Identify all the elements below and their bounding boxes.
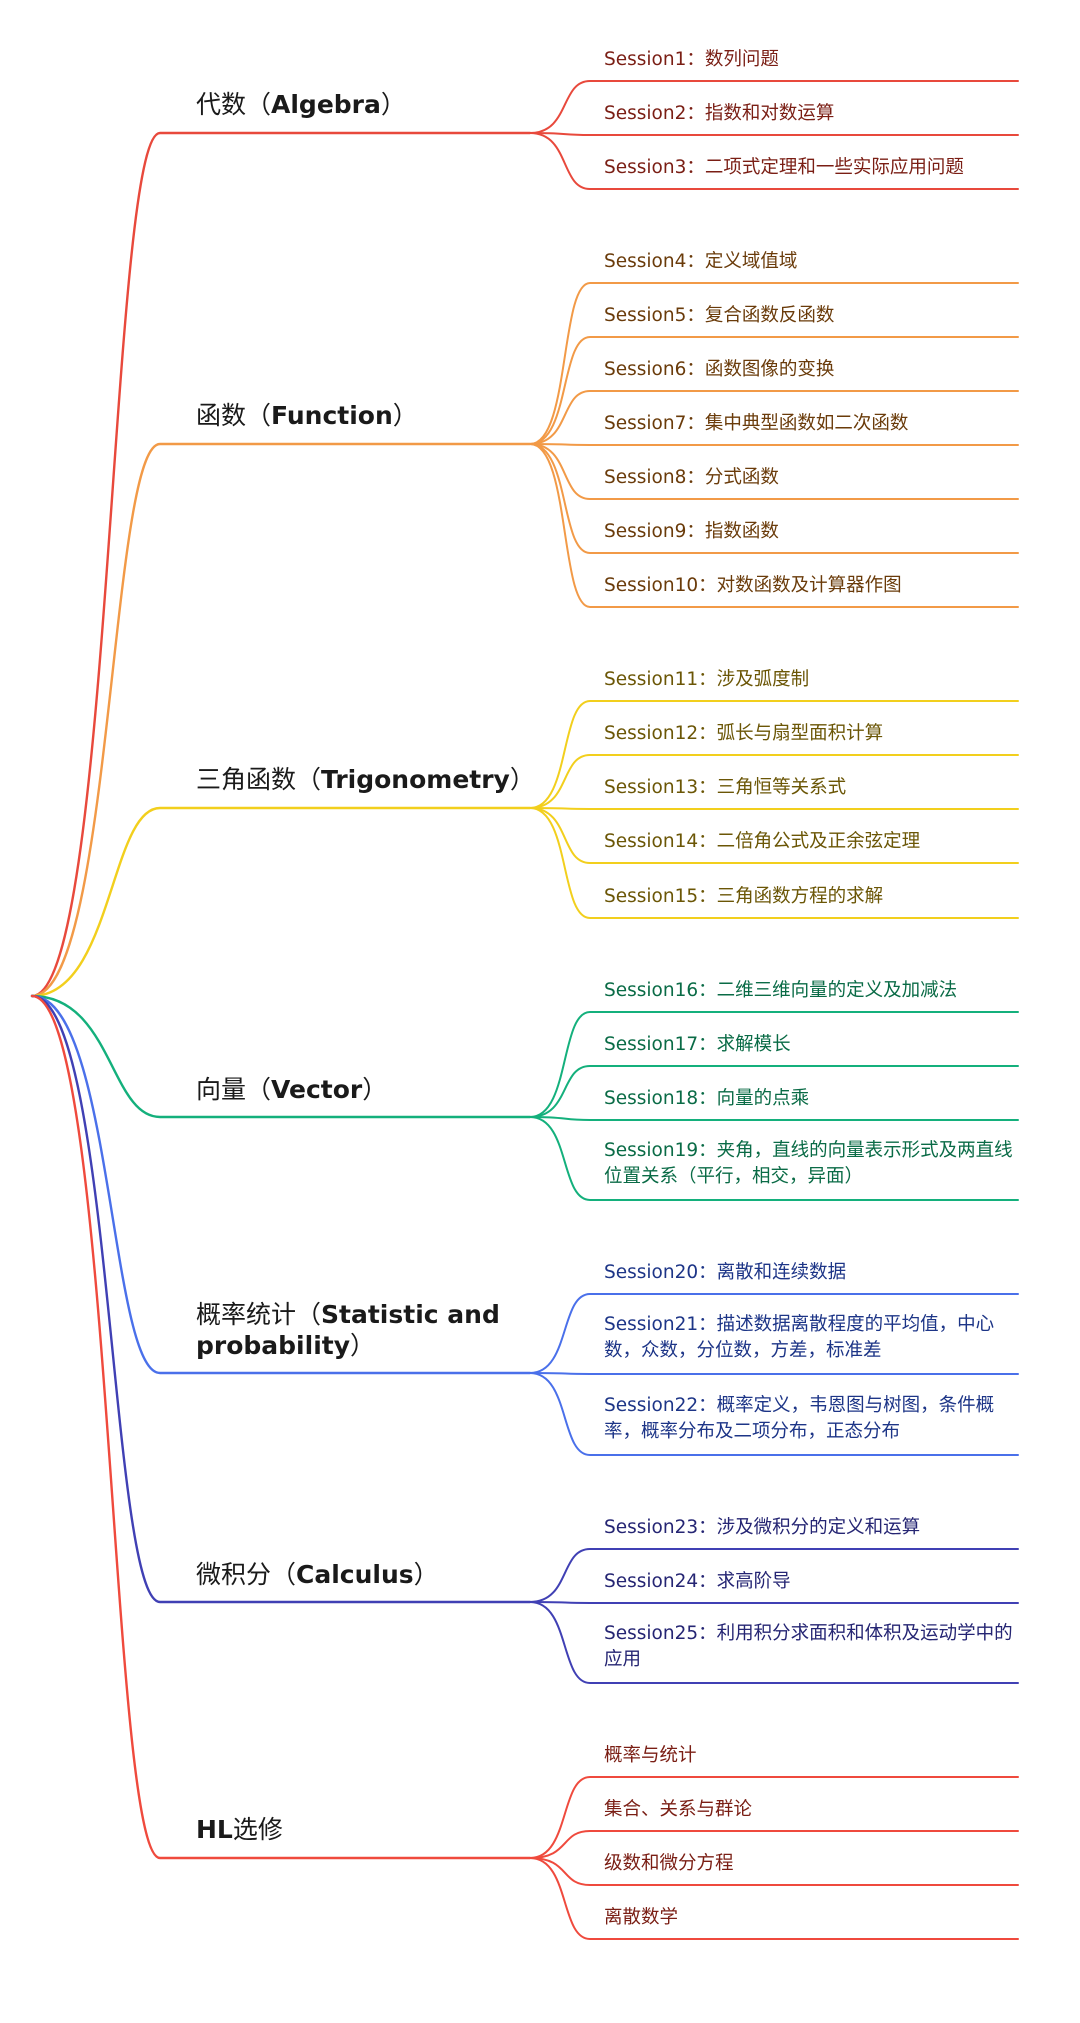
leaf-connector	[529, 807, 1019, 864]
leaf-connector	[529, 443, 1019, 608]
leaf-label: Session21：描述数据离散程度的平均值，中心数，众数，分位数，方差，标准差	[604, 1314, 995, 1361]
leaf-label: Session14：二倍角公式及正余弦定理	[604, 831, 921, 852]
leaf-label: Session1：数列问题	[604, 49, 779, 70]
leaf-label: Session23：涉及微积分的定义和运算	[604, 1517, 921, 1538]
branch-label: 向量（Vector）	[196, 1074, 387, 1105]
leaf-connector	[529, 443, 1019, 500]
leaf-label: Session5：复合函数反函数	[604, 305, 835, 326]
leaf-connector	[529, 1601, 1019, 1604]
leaf-connector	[529, 282, 1019, 445]
leaf-connector	[529, 443, 1019, 554]
leaf-label: 级数和微分方程	[604, 1853, 734, 1874]
leaf-connector	[529, 443, 1019, 446]
leaf-label: 离散数学	[604, 1907, 679, 1928]
branch-label: HL选修	[196, 1814, 283, 1845]
leaf-label: Session17：求解模长	[604, 1034, 791, 1055]
branch-label-name: Algebra	[271, 90, 381, 119]
branch-label-prefix: 函数（	[196, 401, 272, 430]
leaf-label: Session8：分式函数	[604, 467, 779, 488]
leaf-connector	[529, 700, 1019, 809]
leaf-connector	[529, 1011, 1019, 1118]
branch-label-suffix: ）	[392, 401, 418, 430]
branch-label: 概率统计（Statistic and probability）	[196, 1299, 516, 1361]
branch-connector	[30, 994, 532, 1604]
leaf-connector	[529, 1601, 1019, 1684]
branch-label-prefix: 向量（	[196, 1075, 272, 1104]
branch-connector	[30, 994, 532, 1119]
leaf-label: Session10：对数函数及计算器作图	[604, 575, 902, 596]
leaf-connector	[529, 1776, 1019, 1859]
branch-label-name: Vector	[271, 1075, 363, 1104]
leaf-label: Session20：离散和连续数据	[604, 1262, 847, 1283]
branch-label: 三角函数（Trigonometry）	[196, 764, 535, 795]
leaf-connector	[529, 80, 1019, 134]
leaf-connector	[529, 1065, 1019, 1118]
leaf-connector	[529, 1372, 1019, 1375]
branch-label-name: Trigonometry	[321, 765, 510, 794]
leaf-connector	[529, 1116, 1019, 1201]
leaf-connector	[529, 807, 1019, 810]
leaf-label: Session24：求高阶导	[604, 1571, 791, 1592]
leaf-connector	[529, 754, 1019, 809]
branch-label-suffix: ）	[362, 1075, 388, 1104]
leaf-label: 集合、关系与群论	[604, 1799, 753, 1820]
leaf-label: 概率与统计	[604, 1745, 697, 1766]
leaf-label: Session25：利用积分求面积和体积及运动学中的应用	[604, 1623, 1013, 1670]
leaf-label: Session6：函数图像的变换	[604, 359, 835, 380]
leaf-label: Session13：三角恒等关系式	[604, 777, 847, 798]
branch-label: 微积分（Calculus）	[196, 1559, 439, 1590]
branch-label-name: Statistic and probability	[196, 1300, 509, 1360]
leaf-label: Session9：指数函数	[604, 521, 779, 542]
leaf-label: Session7：集中典型函数如二次函数	[604, 413, 909, 434]
branch-label-suffix: ）	[509, 765, 535, 794]
branch-label-prefix: 概率统计（	[196, 1300, 322, 1329]
leaf-connector	[529, 1372, 1019, 1456]
leaf-label: Session2：指数和对数运算	[604, 103, 835, 124]
leaf-connector	[529, 336, 1019, 445]
leaf-connector	[529, 1548, 1019, 1603]
branch-connector	[30, 806, 532, 998]
leaf-connector	[529, 1293, 1019, 1374]
branch-label-prefix: 微积分（	[196, 1560, 297, 1589]
branch-label-name: Calculus	[296, 1560, 414, 1589]
branch-label-name: HL	[196, 1815, 233, 1844]
leaf-label: Session18：向量的点乘	[604, 1088, 810, 1109]
leaf-label: Session16：二维三维向量的定义及加减法	[604, 980, 958, 1001]
branch-label-suffix: ）	[380, 90, 406, 119]
branch-label-suffix: ）	[413, 1560, 439, 1589]
branch-connector	[30, 994, 532, 1375]
branch-label: 代数（Algebra）	[196, 89, 406, 120]
leaf-label: Session19：夹角，直线的向量表示形式及两直线位置关系（平行，相交，异面）	[604, 1140, 1013, 1187]
branch-connector	[30, 994, 532, 1860]
branch-label-prefix: 代数（	[196, 90, 272, 119]
branch-label-suffix: ）	[350, 1331, 376, 1360]
leaf-label: Session15：三角函数方程的求解	[604, 886, 884, 907]
branch-connector	[30, 442, 532, 998]
leaf-connector	[529, 1116, 1019, 1121]
leaf-label: Session4：定义域值域	[604, 251, 798, 272]
leaf-label: Session22：概率定义，韦恩图与树图，条件概率，概率分布及二项分布，正态分…	[604, 1395, 995, 1442]
leaf-connector	[529, 132, 1019, 190]
leaf-connector	[529, 807, 1019, 919]
leaf-connector	[529, 1857, 1019, 1940]
leaf-connector	[529, 132, 1019, 136]
leaf-label: Session3：二项式定理和一些实际应用问题	[604, 157, 964, 178]
branch-label-name: Function	[271, 401, 393, 430]
leaf-connector	[529, 1857, 1019, 1886]
leaf-connector	[529, 390, 1019, 445]
leaf-connector	[529, 1830, 1019, 1859]
branch-label-prefix: 三角函数（	[196, 765, 322, 794]
branch-label-suffix: 选修	[232, 1815, 283, 1844]
branch-connector	[30, 131, 532, 998]
branch-label: 函数（Function）	[196, 400, 418, 431]
leaf-label: Session12：弧长与扇型面积计算	[604, 723, 884, 744]
leaf-label: Session11：涉及弧度制	[604, 669, 810, 690]
